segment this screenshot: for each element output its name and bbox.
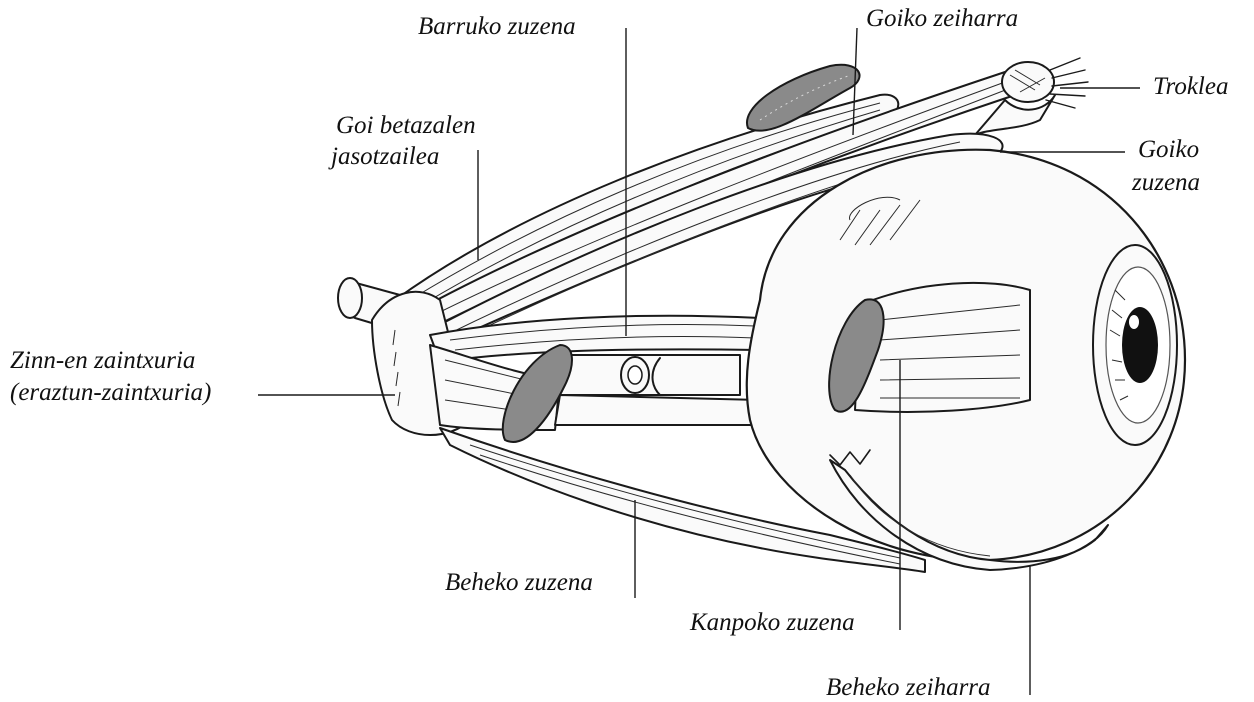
label-goi-betazalen-line2: jasotzailea xyxy=(331,144,439,170)
label-barruko-zuzena: Barruko zuzena xyxy=(418,14,576,40)
label-zinn-line1: Zinn-en zaintxuria xyxy=(10,348,195,374)
optic-nerve-cut xyxy=(560,355,740,395)
cut-lateral-rectus-origin xyxy=(503,345,572,442)
pupil xyxy=(1122,307,1158,383)
label-goiko-zuzena-line1: Goiko xyxy=(1138,137,1199,163)
label-zinn-line2: (eraztun-zaintxuria) xyxy=(10,380,211,406)
label-kanpoko-zuzena: Kanpoko zuzena xyxy=(690,610,855,636)
label-goiko-zeiharra: Goiko zeiharra xyxy=(866,6,1018,32)
label-beheko-zuzena: Beheko zuzena xyxy=(445,570,593,596)
label-beheko-zeiharra: Beheko zeiharra xyxy=(826,675,991,701)
label-goiko-zuzena-line2: zuzena xyxy=(1132,170,1200,196)
label-troklea: Troklea xyxy=(1153,74,1228,100)
label-goi-betazalen-line1: Goi betazalen xyxy=(336,113,476,139)
